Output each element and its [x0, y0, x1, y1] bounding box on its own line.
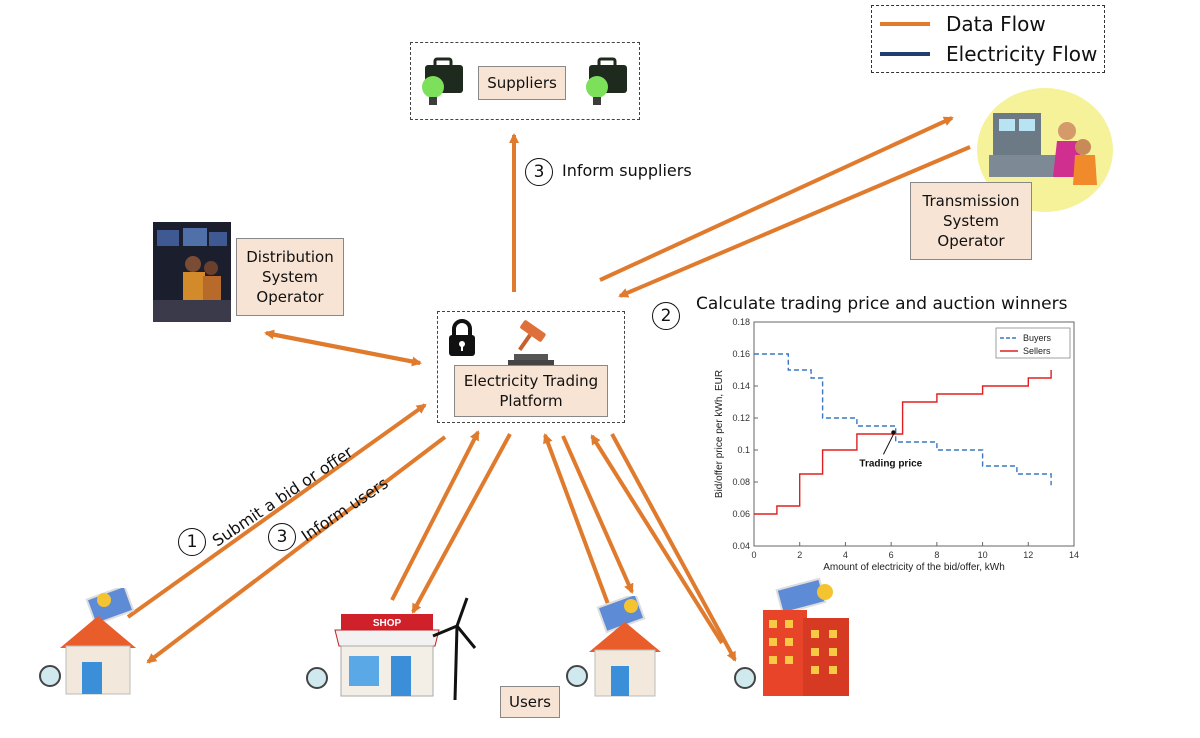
annotation-pointer	[882, 434, 894, 455]
x-tick-label: 12	[1023, 550, 1033, 560]
arrow-platform-to-dso	[264, 329, 421, 365]
legend-data-flow: Data Flow	[880, 10, 1046, 38]
shop-sign-text: SHOP	[373, 618, 402, 629]
series-line-buyers	[754, 353, 1052, 486]
step3-users-number: 3	[268, 523, 296, 551]
shop-with-wind-turbine-icon: SHOP	[306, 597, 477, 701]
chart-plot-area	[753, 321, 1075, 547]
x-axis-label: Amount of electricity of the bid/offer, …	[823, 562, 1005, 573]
step1-number: 1	[178, 528, 206, 556]
apartment-building-with-solar-icon	[734, 578, 849, 696]
y-tick-label: 0.12	[732, 413, 750, 423]
dso-control-room-photo	[153, 222, 231, 322]
arrow-platform-to-tso	[599, 116, 954, 282]
arrow-house-to-platform	[126, 403, 427, 619]
y-tick-label: 0.06	[732, 509, 750, 519]
suppliers-label: Suppliers	[478, 66, 566, 100]
house-with-solar-icon-2	[566, 596, 661, 697]
tso-label: Transmission System Operator	[910, 182, 1032, 260]
annotation-label: Trading price	[859, 458, 922, 469]
arrow-platform-to-building	[610, 433, 737, 662]
arrow-platform-to-shop	[411, 433, 512, 614]
suppliers-briefcase-bulb-icon-2	[586, 57, 627, 105]
house-with-solar-icon	[39, 588, 136, 695]
chart-legend-box	[995, 327, 1071, 359]
legend-electricity-flow: Electricity Flow	[880, 40, 1097, 68]
chart-svg: 0 2 4 6 8 10 12 14 0.04 0.06 0.08 0.1 0.12 0.14 0.16 0.…	[714, 317, 1079, 573]
users-label: Users	[500, 686, 560, 718]
x-tick-label: 6	[889, 550, 894, 560]
platform-label: Electricity Trading Platform	[454, 365, 608, 417]
x-tick-label: 14	[1069, 550, 1079, 560]
y-tick-label: 0.04	[732, 541, 750, 551]
x-tick-label: 2	[797, 550, 802, 560]
electricity-flow-swatch	[880, 52, 930, 56]
series-line-sellers	[754, 370, 1052, 515]
arrow-building-to-platform	[590, 434, 724, 645]
legend-data-flow-label: Data Flow	[946, 12, 1046, 36]
suppliers-group: Suppliers	[410, 42, 640, 120]
arrow-platform-to-house2	[561, 435, 634, 594]
step3-suppliers-text: Inform suppliers	[562, 161, 692, 180]
chart-legend-label: Sellers	[1023, 346, 1051, 356]
arrow-shop-to-platform	[390, 430, 480, 601]
auction-gavel-icon	[508, 320, 554, 365]
dso-label: Distribution System Operator	[236, 238, 344, 316]
y-tick-label: 0.08	[732, 477, 750, 487]
trading-price-point	[891, 430, 896, 435]
y-axis-label: Bid/offer price per kWh, EUR	[714, 370, 725, 498]
tso-operator-illustration	[977, 88, 1113, 212]
y-tick-label: 0.16	[732, 349, 750, 359]
arrow-house2-to-platform	[543, 433, 610, 605]
platform-group: Electricity Trading Platform	[437, 311, 625, 423]
step3-suppliers-number: 3	[525, 158, 553, 186]
x-tick-label: 8	[934, 550, 939, 560]
arrow-tso-to-platform	[618, 145, 971, 298]
lock-icon	[449, 319, 475, 356]
x-tick-label: 4	[843, 550, 848, 560]
legend-electricity-flow-label: Electricity Flow	[946, 42, 1098, 66]
x-tick-label: 10	[978, 550, 988, 560]
y-tick-label: 0.14	[732, 381, 750, 391]
y-tick-label: 0.18	[732, 317, 750, 327]
arrow-platform-to-house	[146, 435, 447, 664]
legend: Data Flow Electricity Flow	[871, 5, 1105, 73]
chart-legend-label: Buyers	[1023, 333, 1052, 343]
x-tick-label: 0	[751, 550, 756, 560]
data-flow-swatch	[880, 22, 930, 26]
trading-price-chart: 0 2 4 6 8 10 12 14 0.04 0.06 0.08 0.1 0.12 0.14 0.16 0.…	[712, 316, 1084, 580]
suppliers-briefcase-bulb-icon	[422, 57, 463, 105]
step2-number: 2	[652, 302, 680, 330]
y-tick-label: 0.1	[737, 445, 750, 455]
step2-text: Calculate trading price and auction winn…	[696, 294, 1068, 314]
